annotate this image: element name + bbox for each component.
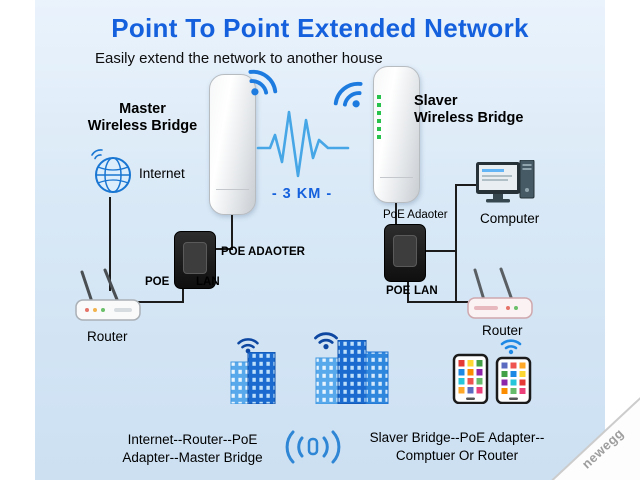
smartphones-icon [452,339,532,404]
connector-line [182,288,184,303]
caption-right-line2: Comptuer Or Router [395,447,519,463]
page-subtitle: Easily extend the network to another hou… [95,50,383,67]
connector-line [456,184,478,186]
master-bridge-device [209,74,256,215]
internet-globe-icon [91,149,131,193]
poe-adapter-left-device [174,231,216,289]
router-right-label: Router [482,323,523,338]
wifi-icon [248,69,278,96]
connector-line [426,250,456,252]
internet-label: Internet [139,166,185,181]
led-indicator-strip [377,95,381,141]
lan-port-left-label: LAN [196,276,220,288]
caption-left-line2: Adapter--Master Bridge [122,449,263,465]
wifi-icon [500,339,522,355]
lan-port-right-label: LAN [414,285,438,297]
connector-line [395,203,397,225]
connector-line [408,301,456,303]
router-left-label: Router [87,329,128,344]
wireless-broadcast-icon [285,430,341,464]
caption-left: Internet--Router--PoE Adapter--Master Br… [105,431,280,466]
connector-line [231,215,233,250]
poe-adapter-right-label: PoE Adaoter [383,209,448,221]
computer-icon [476,160,535,203]
poe-port-right-label: POE [386,285,411,297]
poe-adapter-right-device [384,224,426,282]
slaver-bridge-label-line2: Wireless Bridge [414,110,524,126]
distance-label: - 3 KM - [271,186,333,202]
caption-left-line1: Internet--Router--PoE [127,432,258,447]
router-right-icon [467,267,533,319]
background-panel [35,0,605,480]
caption-right-line1: Slaver Bridge--PoE Adapter-- [369,430,545,445]
connector-line [216,248,233,250]
buildings-icon [230,352,276,404]
slaver-bridge-label: Slaver Wireless Bridge [414,93,539,127]
page-title: Point To Point Extended Network [111,13,529,43]
master-bridge-label: Master Wireless Bridge [85,101,200,135]
master-bridge-label-line2: Wireless Bridge [87,118,198,134]
master-bridge-label-line1: Master [119,101,166,117]
slaver-bridge-label-line1: Slaver [414,93,458,109]
poe-port-left-label: POE [145,276,170,288]
connector-line [109,197,111,291]
wifi-icon [314,332,338,350]
signal-pulse-icon [256,110,350,178]
buildings-icon [315,340,389,404]
slaver-bridge-device [373,66,420,203]
connector-line [456,301,468,303]
router-left-icon [75,268,141,321]
connector-line [407,282,409,303]
connector-line [138,301,184,303]
poe-adapter-left-label: POE ADAOTER [221,246,305,258]
wifi-icon [333,81,363,108]
caption-right: Slaver Bridge--PoE Adapter-- Comptuer Or… [358,429,556,464]
connector-line [455,184,457,303]
computer-label: Computer [480,211,540,226]
